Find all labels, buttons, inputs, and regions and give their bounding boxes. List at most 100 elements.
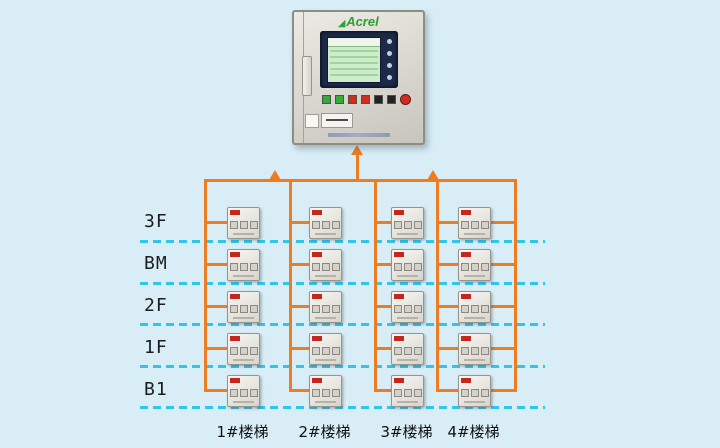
terminal-pad — [229, 347, 238, 355]
lcd-screen — [327, 37, 381, 83]
staircase-label: 3#楼梯 — [380, 423, 433, 441]
indicator-light — [322, 94, 331, 104]
terminal-pad — [249, 305, 258, 313]
panel-key — [387, 51, 392, 56]
terminal-pad — [460, 263, 469, 271]
display-bezel — [320, 31, 398, 88]
terminal-pad — [403, 221, 412, 229]
indicator-light — [335, 94, 344, 104]
terminal-pad — [321, 347, 330, 355]
floor-label: BM — [144, 253, 168, 274]
monitor-module — [227, 375, 260, 407]
monitor-module — [309, 207, 342, 239]
module-terminal-pads — [392, 221, 423, 229]
monitor-module — [309, 375, 342, 407]
module-terminal-pads — [459, 221, 490, 229]
bus-stub-line — [290, 347, 310, 350]
module-brand-tag — [394, 294, 404, 299]
module-brand-tag — [312, 336, 322, 341]
terminal-pad — [311, 263, 320, 271]
module-brand-tag — [461, 378, 471, 383]
terminal-pad — [321, 305, 330, 313]
module-terminal-pads — [228, 347, 259, 355]
terminal-pad — [321, 389, 330, 397]
module-slot — [315, 359, 336, 361]
module-brand-tag — [461, 210, 471, 215]
bus-stub-line — [437, 263, 459, 266]
module-terminal-pads — [459, 389, 490, 397]
terminal-pad — [470, 263, 479, 271]
bus-stub-line — [489, 389, 515, 392]
bus-riser-line — [514, 179, 517, 392]
monitor-module — [391, 249, 424, 281]
terminal-pad — [470, 389, 479, 397]
terminal-pad — [413, 305, 422, 313]
floor-label: B1 — [144, 379, 168, 400]
terminal-pad — [331, 389, 340, 397]
module-terminal-pads — [310, 389, 341, 397]
module-terminal-pads — [228, 221, 259, 229]
bus-trunk-line — [204, 179, 517, 182]
bus-direction-arrow-icon — [427, 170, 439, 180]
bus-stub-line — [205, 347, 228, 350]
module-brand-tag — [312, 252, 322, 257]
module-slot — [464, 275, 485, 277]
module-slot — [233, 275, 254, 277]
monitor-module — [227, 291, 260, 323]
terminal-pad — [249, 221, 258, 229]
terminal-pad — [470, 305, 479, 313]
module-terminal-pads — [392, 263, 423, 271]
module-brand-tag — [230, 210, 240, 215]
terminal-pad — [480, 389, 489, 397]
monitor-module — [309, 333, 342, 365]
terminal-pad — [393, 389, 402, 397]
panel-company-text — [328, 133, 390, 137]
panel-key — [387, 39, 392, 44]
module-terminal-pads — [310, 221, 341, 229]
indicator-light — [348, 94, 357, 104]
terminal-pad — [460, 221, 469, 229]
bus-riser-line — [204, 179, 207, 392]
terminal-pad — [229, 221, 238, 229]
module-brand-tag — [312, 378, 322, 383]
bus-stub-line — [290, 263, 310, 266]
terminal-pad — [321, 221, 330, 229]
module-slot — [233, 359, 254, 361]
bus-stub-line — [290, 221, 310, 224]
module-terminal-pads — [459, 305, 490, 313]
floor-divider-line — [140, 240, 545, 243]
brand-text: Acrel — [346, 14, 379, 29]
terminal-pad — [460, 389, 469, 397]
monitor-module — [458, 207, 491, 239]
floor-label: 2F — [144, 295, 168, 316]
module-terminal-pads — [459, 347, 490, 355]
bus-stub-line — [489, 305, 515, 308]
monitor-module — [227, 207, 260, 239]
membrane-keys — [385, 39, 394, 80]
module-slot — [464, 401, 485, 403]
module-slot — [315, 317, 336, 319]
level-indicator — [302, 56, 312, 96]
module-brand-tag — [230, 294, 240, 299]
bus-stub-line — [375, 389, 392, 392]
monitor-module — [458, 333, 491, 365]
indicator-buttons — [322, 93, 411, 105]
module-slot — [397, 233, 418, 235]
module-brand-tag — [461, 336, 471, 341]
module-terminal-pads — [228, 305, 259, 313]
panel-key — [387, 75, 392, 80]
terminal-pad — [331, 263, 340, 271]
module-terminal-pads — [310, 263, 341, 271]
module-terminal-pads — [228, 389, 259, 397]
module-brand-tag — [461, 294, 471, 299]
module-brand-tag — [312, 294, 322, 299]
module-terminal-pads — [310, 305, 341, 313]
module-terminal-pads — [392, 389, 423, 397]
terminal-pad — [229, 305, 238, 313]
terminal-pad — [480, 305, 489, 313]
module-terminal-pads — [392, 347, 423, 355]
lcd-data-rows — [330, 50, 378, 80]
floor-label: 3F — [144, 211, 168, 232]
printer-slot — [321, 113, 353, 128]
terminal-pad — [393, 305, 402, 313]
